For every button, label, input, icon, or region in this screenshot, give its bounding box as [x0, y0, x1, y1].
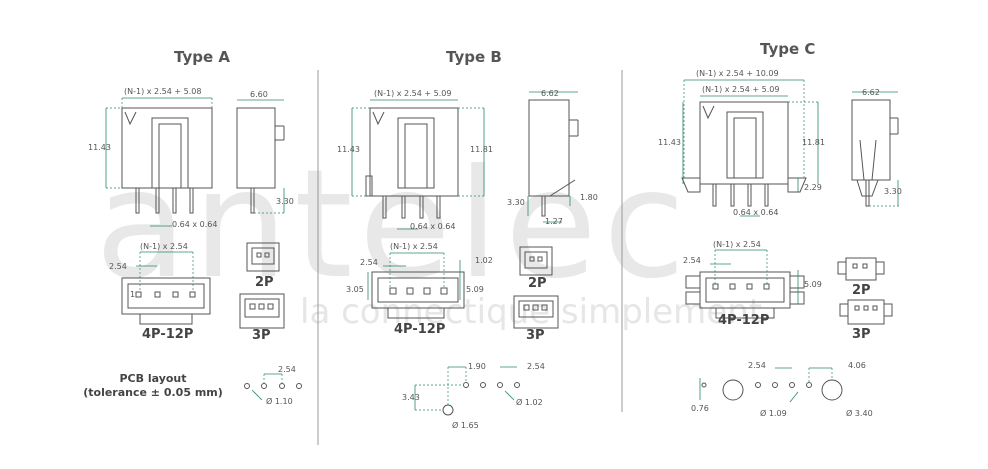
type-b-top-view [367, 252, 465, 319]
type-b-pitch-top-dim: (N-1) x 2.54 [390, 242, 438, 251]
type-b-pcb-offset-x: 1.90 [468, 362, 486, 371]
type-c-side-view [851, 91, 900, 207]
type-c-height-right-dim: 11.81 [802, 138, 825, 147]
type-c-pcb-peg: Ø 3.40 [846, 409, 873, 418]
type-b-title: Type B [446, 48, 502, 66]
type-a-3p-label: 3P [252, 328, 271, 343]
type-a-depth-dim: 6.60 [250, 90, 268, 99]
type-a-pitch-top-dim: (N-1) x 2.54 [140, 242, 188, 251]
type-c-h2-dim: 5.09 [804, 280, 822, 289]
type-a-pin-len-dim: 3.30 [276, 197, 294, 206]
type-c-peg-dim: 2.29 [804, 183, 822, 192]
type-b-side-view [527, 91, 579, 223]
type-b-pin-len-dim: 3.30 [507, 198, 525, 207]
type-c-3p [839, 299, 893, 325]
type-b-wall-dim: 1.02 [475, 256, 493, 265]
pcb-layout-label: PCB layout [119, 372, 187, 385]
type-c-pitch-side-dim: 2.54 [683, 256, 701, 265]
type-b-main-label: 4P-12P [394, 322, 446, 337]
type-c-dimensions [682, 79, 819, 217]
type-c-top-view [685, 249, 805, 319]
type-b-pcb-hole: Ø 1.02 [516, 398, 543, 407]
type-b-h2-dim: 5.09 [466, 285, 484, 294]
type-a-side-view [236, 99, 286, 214]
type-a-2p-label: 2P [255, 275, 274, 290]
type-a-top-view [121, 251, 211, 325]
type-a-pin-size-dim: 0.64 x 0.64 [172, 220, 218, 229]
type-a-title: Type A [174, 48, 230, 66]
type-b-pcb-offset-y: 3.43 [402, 393, 420, 402]
type-b-pcb-peg: Ø 1.65 [452, 421, 479, 430]
type-b-3p-label: 3P [526, 328, 545, 343]
type-b-2p [519, 246, 553, 276]
type-a-pin1: 1 [130, 290, 136, 299]
type-a-pitch-dim: (N-1) x 2.54 + 5.08 [124, 87, 202, 96]
type-c-pcb-pitch: 2.54 [748, 361, 766, 370]
type-c-front-view [681, 101, 807, 207]
type-b-front-view [365, 107, 459, 219]
type-c-pcb-edge: 0.76 [691, 404, 709, 413]
type-a-2p [246, 242, 280, 272]
type-c-2p [837, 257, 885, 281]
type-c-height-left-dim: 11.43 [658, 138, 681, 147]
type-b-h1-dim: 3.05 [346, 285, 364, 294]
type-b-height-left-dim: 11.43 [337, 145, 360, 154]
type-a-pcb [244, 373, 302, 401]
type-a-dimensions [105, 97, 213, 227]
type-a-3p [239, 293, 285, 329]
type-c-2p-label: 2P [852, 283, 871, 298]
type-c-pcb-hole: Ø 1.09 [760, 409, 787, 418]
type-b-pin-size-dim: 0.64 x 0.64 [410, 222, 456, 231]
type-a-front-view [121, 107, 213, 214]
type-c-title: Type C [760, 40, 816, 58]
type-c-pitch-dim: (N-1) x 2.54 + 5.09 [702, 85, 780, 94]
type-c-pin-len-dim: 3.30 [884, 187, 902, 196]
type-b-depth-dim: 6.62 [541, 89, 559, 98]
type-b-pcb [414, 366, 520, 416]
type-a-height-dim: 11.43 [88, 143, 111, 152]
type-c-depth-dim: 6.62 [862, 88, 880, 97]
pcb-layout-title: PCB layout (tolerance ± 0.05 mm) [78, 372, 228, 400]
type-c-pitch-top-dim: (N-1) x 2.54 [713, 240, 761, 249]
type-a-main-label: 4P-12P [142, 327, 194, 342]
type-b-height-right-dim: 11.81 [470, 145, 493, 154]
type-b-pitch-dim: (N-1) x 2.54 + 5.09 [374, 89, 452, 98]
watermark-slogan: la connectique simplement [300, 292, 763, 332]
type-c-pin-size-dim: 0.64 x 0.64 [733, 208, 779, 217]
type-b-dimensions [351, 99, 485, 230]
type-b-3p [513, 295, 559, 329]
type-c-pcb [699, 367, 843, 403]
type-c-pitch-outer-dim: (N-1) x 2.54 + 10.09 [696, 69, 779, 78]
pcb-tolerance-label: (tolerance ± 0.05 mm) [83, 386, 223, 399]
type-b-2p-label: 2P [528, 276, 547, 291]
type-a-pcb-pitch: 2.54 [278, 365, 296, 374]
type-c-pcb-offset: 4.06 [848, 361, 866, 370]
type-c-3p-label: 3P [852, 327, 871, 342]
type-b-tail-dim: 1.80 [580, 193, 598, 202]
type-b-pcb-pitch: 2.54 [527, 362, 545, 371]
type-b-offset-dim: 1.27 [545, 217, 563, 226]
type-a-pcb-hole: Ø 1.10 [266, 397, 293, 406]
type-c-main-label: 4P-12P [718, 313, 770, 328]
type-b-pitch-side-dim: 2.54 [360, 258, 378, 267]
type-a-pitch-side-dim: 2.54 [109, 262, 127, 271]
